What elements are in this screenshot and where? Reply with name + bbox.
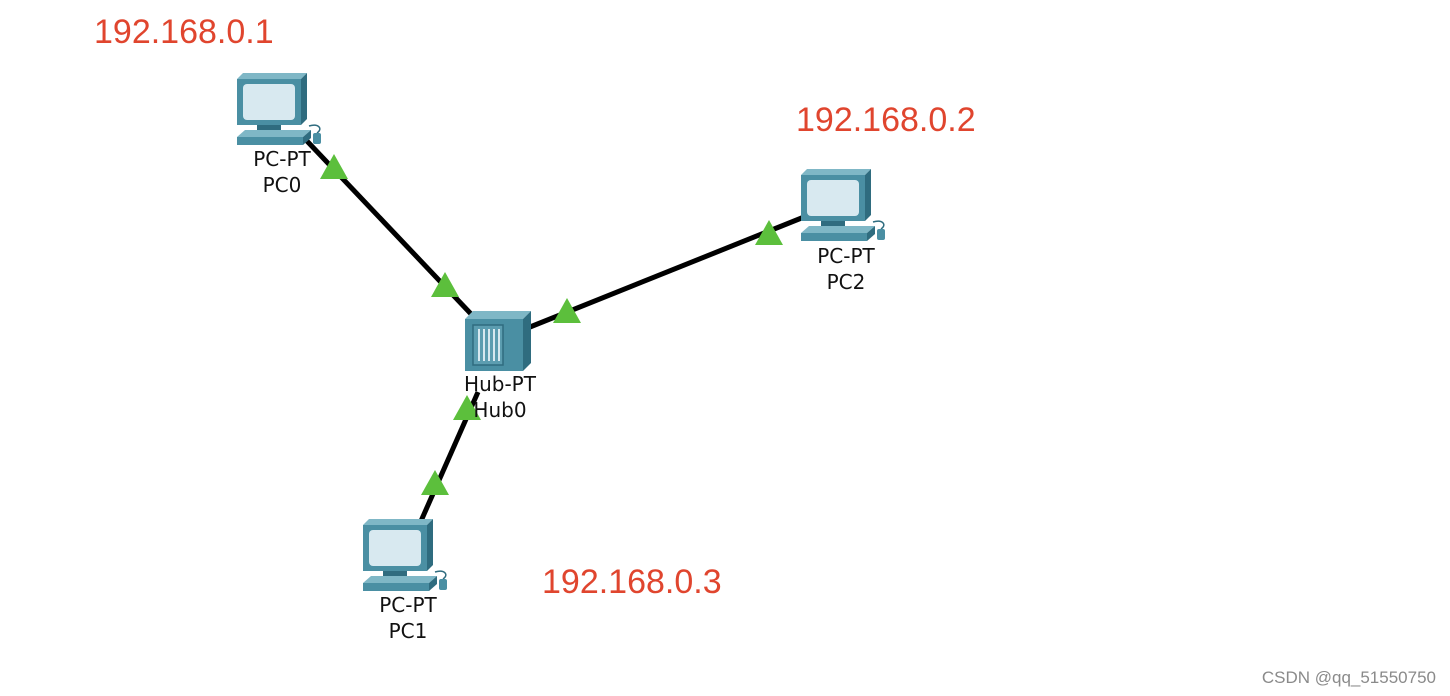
device-name: Hub0 — [473, 398, 527, 422]
device-name: PC1 — [388, 619, 428, 643]
device-label-pc1: PC-PT PC1 — [379, 592, 437, 644]
link-status-pc1-end-icon — [421, 470, 449, 495]
link-status-pc0-hub-end-icon — [431, 272, 459, 297]
link-status-pc2-end-icon — [755, 220, 783, 245]
ip-label-pc0: 192.168.0.1 — [94, 13, 274, 51]
device-label-hub0: Hub-PT Hub0 — [464, 371, 536, 423]
device-name: PC2 — [826, 270, 866, 294]
device-model: PC-PT — [379, 593, 437, 617]
ip-label-pc1: 192.168.0.3 — [542, 563, 722, 601]
device-label-pc0: PC-PT PC0 — [253, 146, 311, 198]
watermark: CSDN @qq_51550750 — [1261, 668, 1436, 687]
pc2-icon[interactable] — [800, 168, 886, 242]
pc1-icon[interactable] — [362, 518, 448, 592]
device-label-pc2: PC-PT PC2 — [817, 243, 875, 295]
device-model: PC-PT — [253, 147, 311, 171]
pc0-icon[interactable] — [236, 72, 322, 146]
ip-label-pc2: 192.168.0.2 — [796, 101, 976, 139]
device-model: Hub-PT — [464, 372, 536, 396]
device-model: PC-PT — [817, 244, 875, 268]
link-status-pc1-hub-end-icon — [453, 395, 481, 420]
link-status-pc0-end-icon — [320, 154, 348, 179]
device-name: PC0 — [262, 173, 302, 197]
hub0-icon[interactable] — [464, 310, 532, 372]
link-status-pc2-hub-end-icon — [553, 298, 581, 323]
